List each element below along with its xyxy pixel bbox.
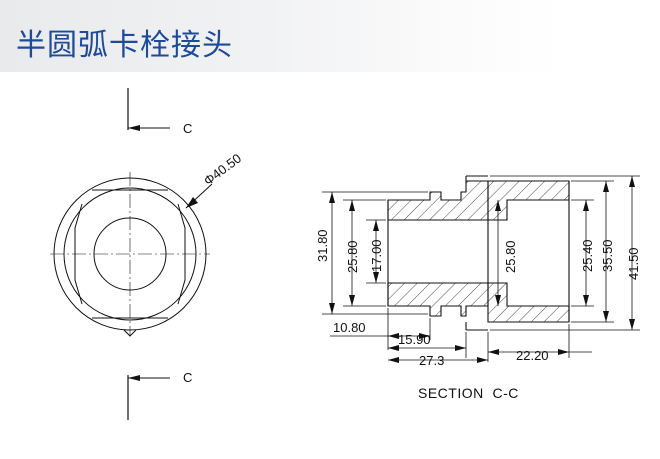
hatch-bottom-right (487, 282, 570, 323)
header-band (0, 0, 660, 72)
dim-17-00: 17.00 (369, 239, 384, 272)
dimension-arrowheads (329, 176, 635, 363)
dim-25-80-right: 25.80 (503, 240, 518, 273)
dim-35-50: 35.50 (600, 239, 615, 272)
section-marker-bottom: C (183, 370, 192, 385)
section-marker-top: C (183, 121, 192, 136)
dim-25-80-left: 25.80 (345, 240, 360, 273)
diameter-label: Φ40.50 (201, 151, 244, 189)
front-view (50, 88, 213, 420)
dim-15-90: 15.90 (398, 332, 431, 347)
section-arrowhead-top (128, 125, 140, 131)
dim-25-40: 25.40 (580, 239, 595, 272)
section-caption: SECTION C-C (418, 385, 519, 401)
page-title: 半圆弧卡栓接头 (16, 28, 233, 63)
dim-27-3: 27.3 (419, 353, 444, 368)
dim-31-80: 31.80 (315, 229, 330, 262)
section-dimensions (322, 175, 640, 362)
section-arrowhead-bottom (128, 375, 140, 381)
hatch-bottom-left (387, 282, 489, 317)
dim-22-20: 22.20 (516, 348, 549, 363)
notch (123, 329, 137, 337)
dim-41-50: 41.50 (626, 247, 641, 280)
hatch-top-left (387, 180, 489, 221)
dim-10-80: 10.80 (333, 320, 366, 335)
diameter-arrowhead (186, 197, 198, 208)
section-view (387, 175, 570, 331)
